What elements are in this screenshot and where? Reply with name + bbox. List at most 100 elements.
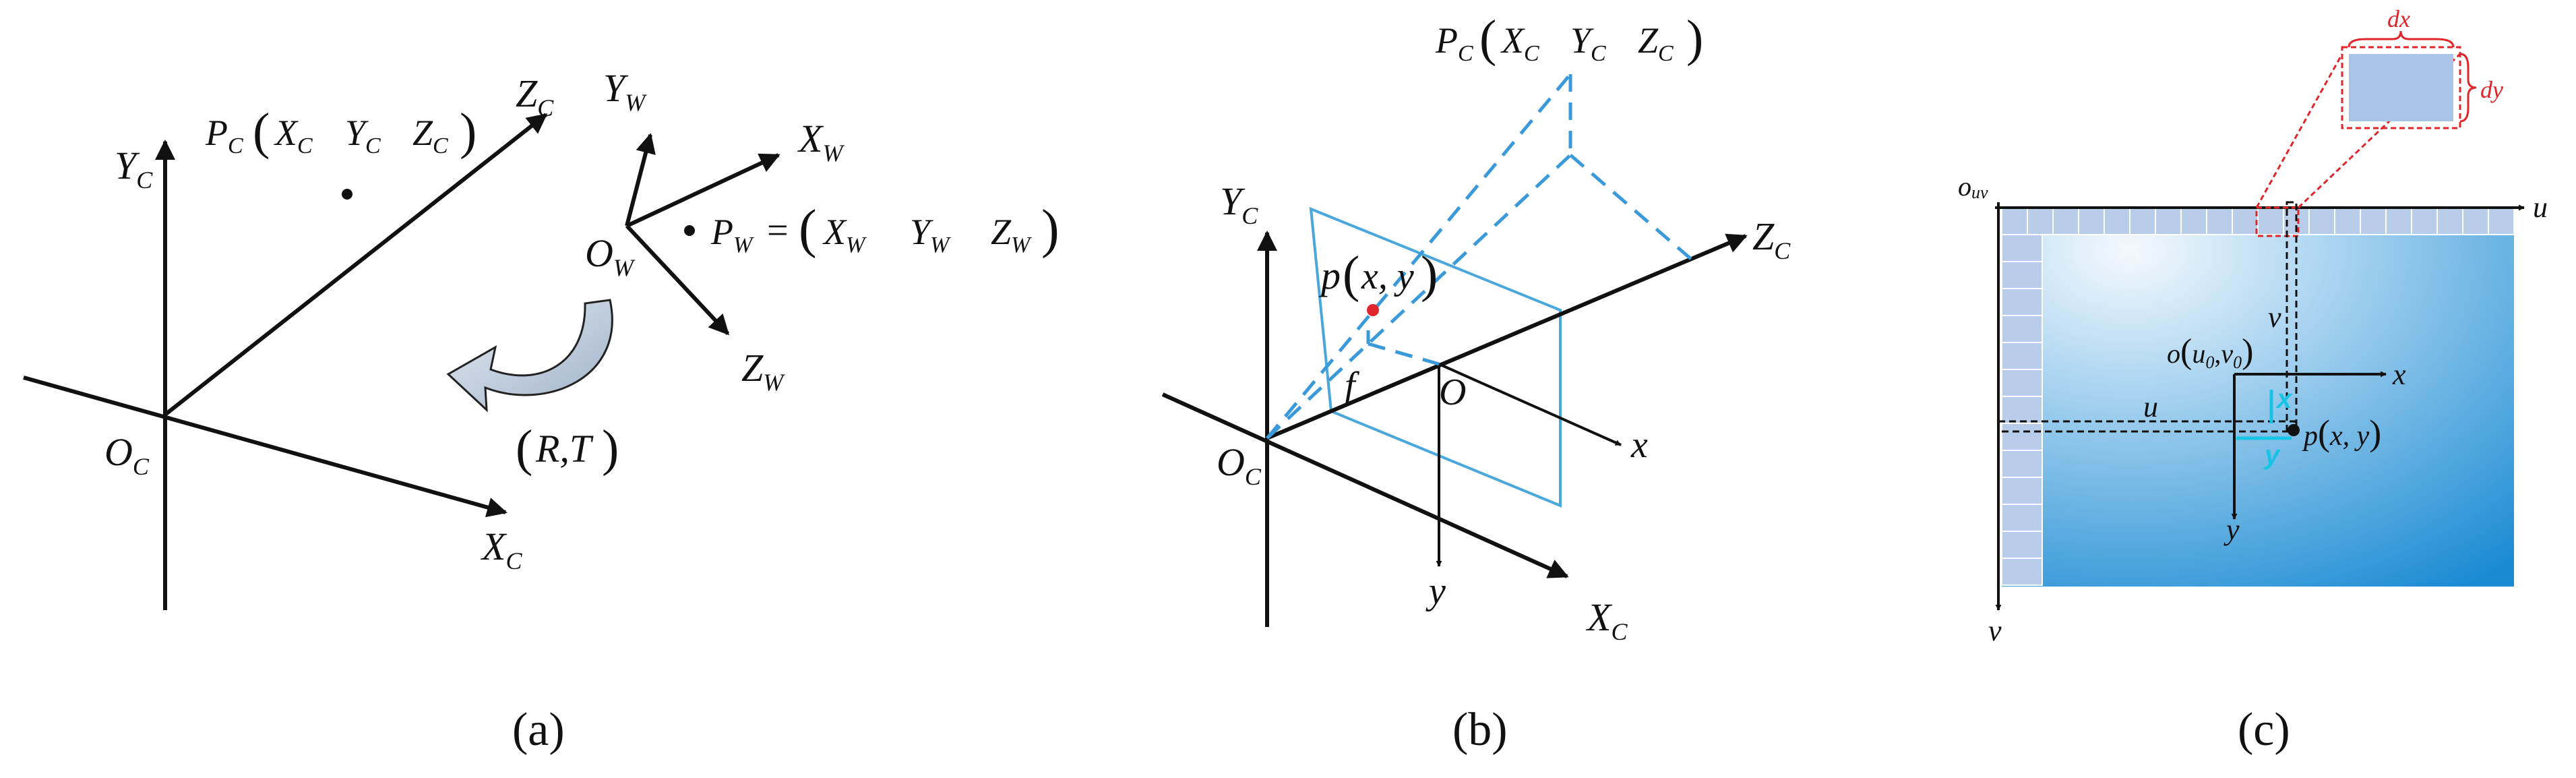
- pixel-cell: [2001, 477, 2043, 505]
- svg-text:XC: XC: [274, 113, 313, 158]
- svg-text:ZC: ZC: [412, 113, 448, 158]
- svg-text:YW: YW: [603, 66, 647, 116]
- image-x-axis: [1438, 363, 1622, 446]
- dy-brace: [2459, 53, 2477, 123]
- pixel-cell: [2001, 207, 2028, 235]
- pc-open-paren: (: [253, 103, 270, 160]
- b-zc-label-sub: C: [1774, 237, 1791, 264]
- rt-open-paren: (: [516, 420, 532, 477]
- b-zc-label: Z: [1752, 214, 1775, 258]
- panel-a: YC ZC XC OC PC ( XC YC ZC ) YW XW ZW OW …: [23, 66, 1060, 756]
- pw-x: X: [822, 212, 847, 252]
- b-pc-y-sub: C: [1591, 41, 1606, 66]
- svg-text:XW: XW: [797, 117, 845, 167]
- pixel-column-left: [2001, 234, 2043, 586]
- u-distance-label: u: [2143, 390, 2158, 423]
- zw-axis: [625, 224, 730, 336]
- svg-text:XC: XC: [1500, 20, 1539, 66]
- v-distance-label: v: [2268, 301, 2281, 334]
- pc-y: Y: [345, 113, 369, 153]
- yw-label-sub: W: [625, 89, 647, 116]
- image-area: [2002, 233, 2514, 587]
- b-yc-label-sub: C: [1241, 202, 1258, 229]
- svg-text:YW: YW: [910, 212, 951, 258]
- xc-axis: [23, 376, 508, 518]
- yw-axis: [625, 133, 656, 227]
- b-pc-open-paren: (: [1479, 10, 1496, 67]
- b-oc-label: O: [1217, 440, 1245, 484]
- pixel-cell: [2411, 207, 2438, 235]
- svg-text:ZC: ZC: [516, 71, 554, 121]
- pixel-cell: [2462, 207, 2489, 235]
- highlighted-pixel: [2255, 206, 2300, 237]
- pixel-cell: [2360, 207, 2387, 235]
- pc-label: P: [205, 113, 228, 153]
- pixel-cell: [2001, 396, 2043, 424]
- pc-x: X: [274, 113, 299, 153]
- b-p-open-paren: (: [1343, 246, 1359, 303]
- b-xc-label: X: [1586, 595, 1613, 639]
- c-p-point: [2288, 424, 2300, 436]
- svg-text:PC: PC: [205, 113, 243, 158]
- xw-axis: [625, 153, 780, 228]
- panel-b: PC ( XC YC ZC ) YC ZC XC OC p ( x, y ) f…: [1161, 10, 1791, 756]
- pw-y: Y: [910, 212, 933, 252]
- pw-close-paren: ): [1041, 200, 1060, 259]
- origin-label: o(u0,v0): [2167, 332, 2253, 372]
- oc-label: O: [104, 430, 133, 474]
- pixel-cell: [2001, 531, 2043, 559]
- c-y-label: y: [2224, 513, 2240, 546]
- u-guide: [1997, 420, 2296, 433]
- svg-text:PC: PC: [1435, 20, 1473, 66]
- pixel-cell: [2078, 207, 2105, 235]
- pixel-cell: [2001, 369, 2043, 397]
- pixel-cell: [2052, 207, 2079, 235]
- svg-text:XC: XC: [481, 525, 522, 574]
- pw-z: Z: [991, 212, 1012, 252]
- b-pc-x: X: [1500, 20, 1525, 61]
- b-pc-z: Z: [1638, 20, 1659, 61]
- svg-text:YC: YC: [1220, 179, 1258, 229]
- pc-y-sub: C: [365, 133, 381, 158]
- principal-point-label: O: [1439, 371, 1466, 413]
- zw-label: Z: [741, 346, 764, 390]
- pixel-cell: [2001, 261, 2043, 289]
- ow-label-sub: W: [613, 254, 636, 281]
- pw-x-sub: W: [846, 233, 867, 258]
- svg-text:YC: YC: [345, 113, 381, 158]
- b-x-label: x: [1630, 424, 1648, 466]
- dy-label: dy: [2480, 76, 2503, 103]
- pc-point: [342, 189, 352, 200]
- pw-y-sub: W: [930, 233, 951, 258]
- pc-close-paren: ): [460, 103, 477, 160]
- ow-label: O: [585, 231, 613, 275]
- projected-point: [1367, 304, 1379, 316]
- xc-label: X: [481, 525, 508, 568]
- zoom-line-left: [2255, 53, 2343, 208]
- zoomed-pixel: [2349, 54, 2453, 121]
- b-p-coords: x, y: [1361, 256, 1414, 297]
- zc-label: Z: [516, 71, 538, 115]
- pw-label-sub: W: [733, 233, 754, 258]
- b-pc-y: Y: [1570, 20, 1594, 61]
- cyan-x-label: x: [2275, 384, 2293, 414]
- pixel-cell: [2232, 207, 2259, 235]
- pixel-cell: [2436, 207, 2463, 235]
- pc-z-sub: C: [433, 133, 448, 158]
- svg-text:YC: YC: [115, 144, 153, 193]
- ouv-label-sub: uv: [1971, 183, 1988, 202]
- caption-b: (b): [1452, 704, 1508, 756]
- xc-axis-b: [1161, 392, 1569, 578]
- pixel-cell: [2308, 207, 2335, 235]
- dx-brace: [2348, 30, 2455, 48]
- panel-c: dx dy x y ouv u v v u o(u0,v0) x y p(x, …: [1958, 5, 2548, 756]
- b-pc-close-paren: ): [1686, 10, 1703, 67]
- ouv-label: o: [1958, 171, 1971, 202]
- svg-text:ZC: ZC: [1638, 20, 1674, 66]
- pixel-cell: [2155, 207, 2182, 235]
- zc-axis-b: [1266, 233, 1748, 440]
- zc-axis: [164, 113, 548, 417]
- pw-z-sub: W: [1011, 233, 1032, 258]
- b-y-label: y: [1425, 570, 1446, 612]
- xw-label: X: [797, 117, 824, 160]
